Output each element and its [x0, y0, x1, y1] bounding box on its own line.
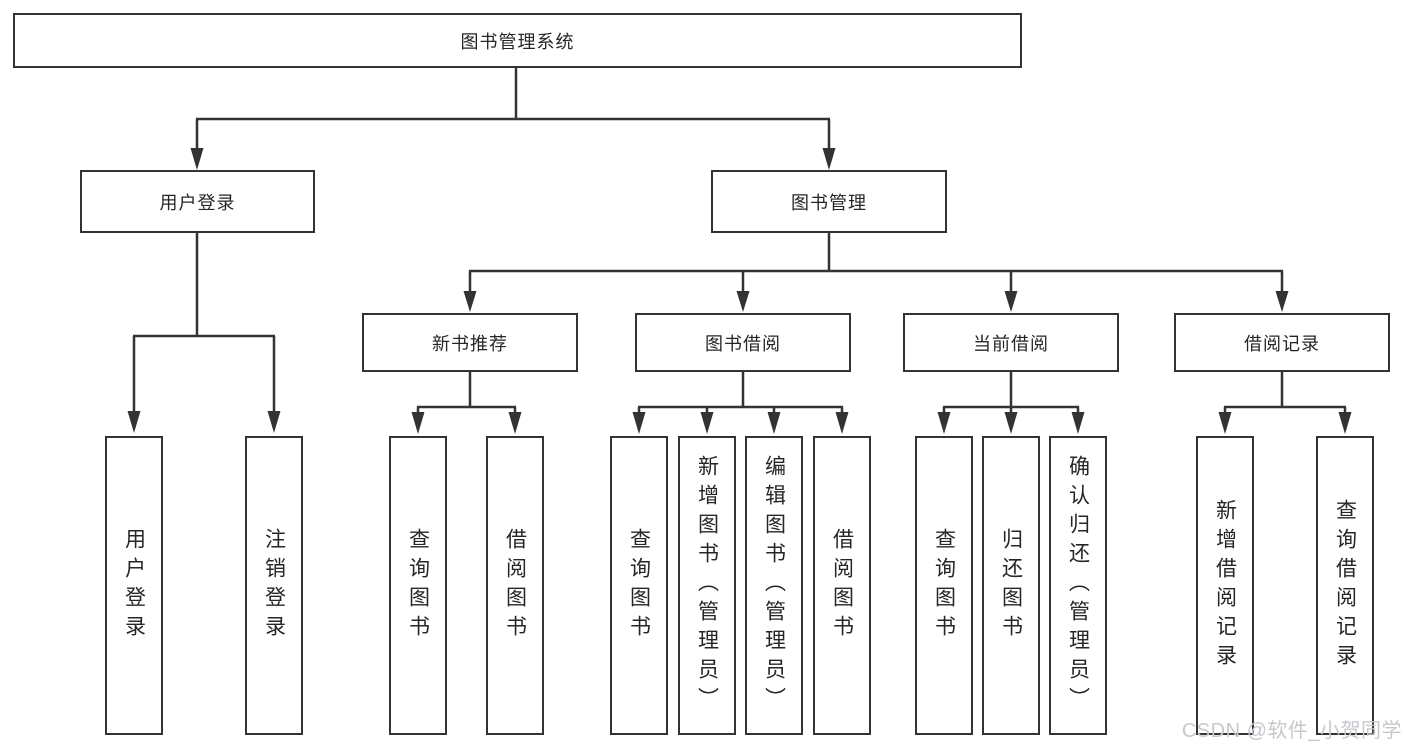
node-new-book-recommendation-label: 新书推荐: [432, 333, 508, 354]
leaf-recommend-query-books: 查询图书: [389, 436, 447, 735]
node-new-book-recommendation: 新书推荐: [362, 313, 578, 372]
leaf-logout-label: 注销登录: [262, 527, 286, 644]
node-book-borrowing-label: 图书借阅: [705, 333, 781, 354]
watermark: CSDN @软件_小贺同学: [1181, 720, 1402, 742]
leaf-user-login: 用户登录: [105, 436, 163, 735]
node-current-borrowing: 当前借阅: [903, 313, 1119, 372]
leaf-borrowing-borrow-books-label: 借阅图书: [830, 527, 854, 644]
node-user-login-label: 用户登录: [159, 192, 236, 213]
node-borrowing-records: 借阅记录: [1174, 313, 1390, 372]
leaf-recommend-borrow-books-label: 借阅图书: [503, 527, 527, 644]
leaf-query-borrow-record: 查询借阅记录: [1316, 436, 1374, 735]
node-book-management-label: 图书管理: [791, 192, 867, 213]
leaf-query-borrow-record-label: 查询借阅记录: [1333, 498, 1357, 673]
node-root: 图书管理系统: [13, 13, 1022, 68]
leaf-add-books-admin-label: 新增图书（管理员）: [695, 455, 719, 716]
node-book-management: 图书管理: [711, 170, 947, 233]
leaf-return-books-label: 归还图书: [999, 527, 1023, 644]
leaf-add-books-admin: 新增图书（管理员）: [678, 436, 736, 735]
leaf-edit-books-admin: 编辑图书（管理员）: [745, 436, 803, 735]
leaf-logout: 注销登录: [245, 436, 303, 735]
leaf-current-query-books: 查询图书: [915, 436, 973, 735]
leaf-add-borrow-record-label: 新增借阅记录: [1213, 498, 1237, 673]
node-book-borrowing: 图书借阅: [635, 313, 851, 372]
node-current-borrowing-label: 当前借阅: [973, 333, 1049, 354]
leaf-recommend-query-books-label: 查询图书: [406, 527, 430, 644]
node-user-login: 用户登录: [80, 170, 315, 233]
leaf-confirm-return-admin-label: 确认归还（管理员）: [1066, 455, 1090, 716]
leaf-return-books: 归还图书: [982, 436, 1040, 735]
leaf-borrowing-borrow-books: 借阅图书: [813, 436, 871, 735]
node-borrowing-records-label: 借阅记录: [1244, 333, 1320, 354]
leaf-edit-books-admin-label: 编辑图书（管理员）: [762, 455, 786, 716]
node-root-label: 图书管理系统: [460, 31, 575, 52]
leaf-borrowing-query-books: 查询图书: [610, 436, 668, 735]
leaf-confirm-return-admin: 确认归还（管理员）: [1049, 436, 1107, 735]
leaf-recommend-borrow-books: 借阅图书: [486, 436, 544, 735]
leaf-user-login-label: 用户登录: [122, 527, 146, 644]
leaf-borrowing-query-books-label: 查询图书: [627, 527, 651, 644]
leaf-add-borrow-record: 新增借阅记录: [1196, 436, 1254, 735]
leaf-current-query-books-label: 查询图书: [932, 527, 956, 644]
